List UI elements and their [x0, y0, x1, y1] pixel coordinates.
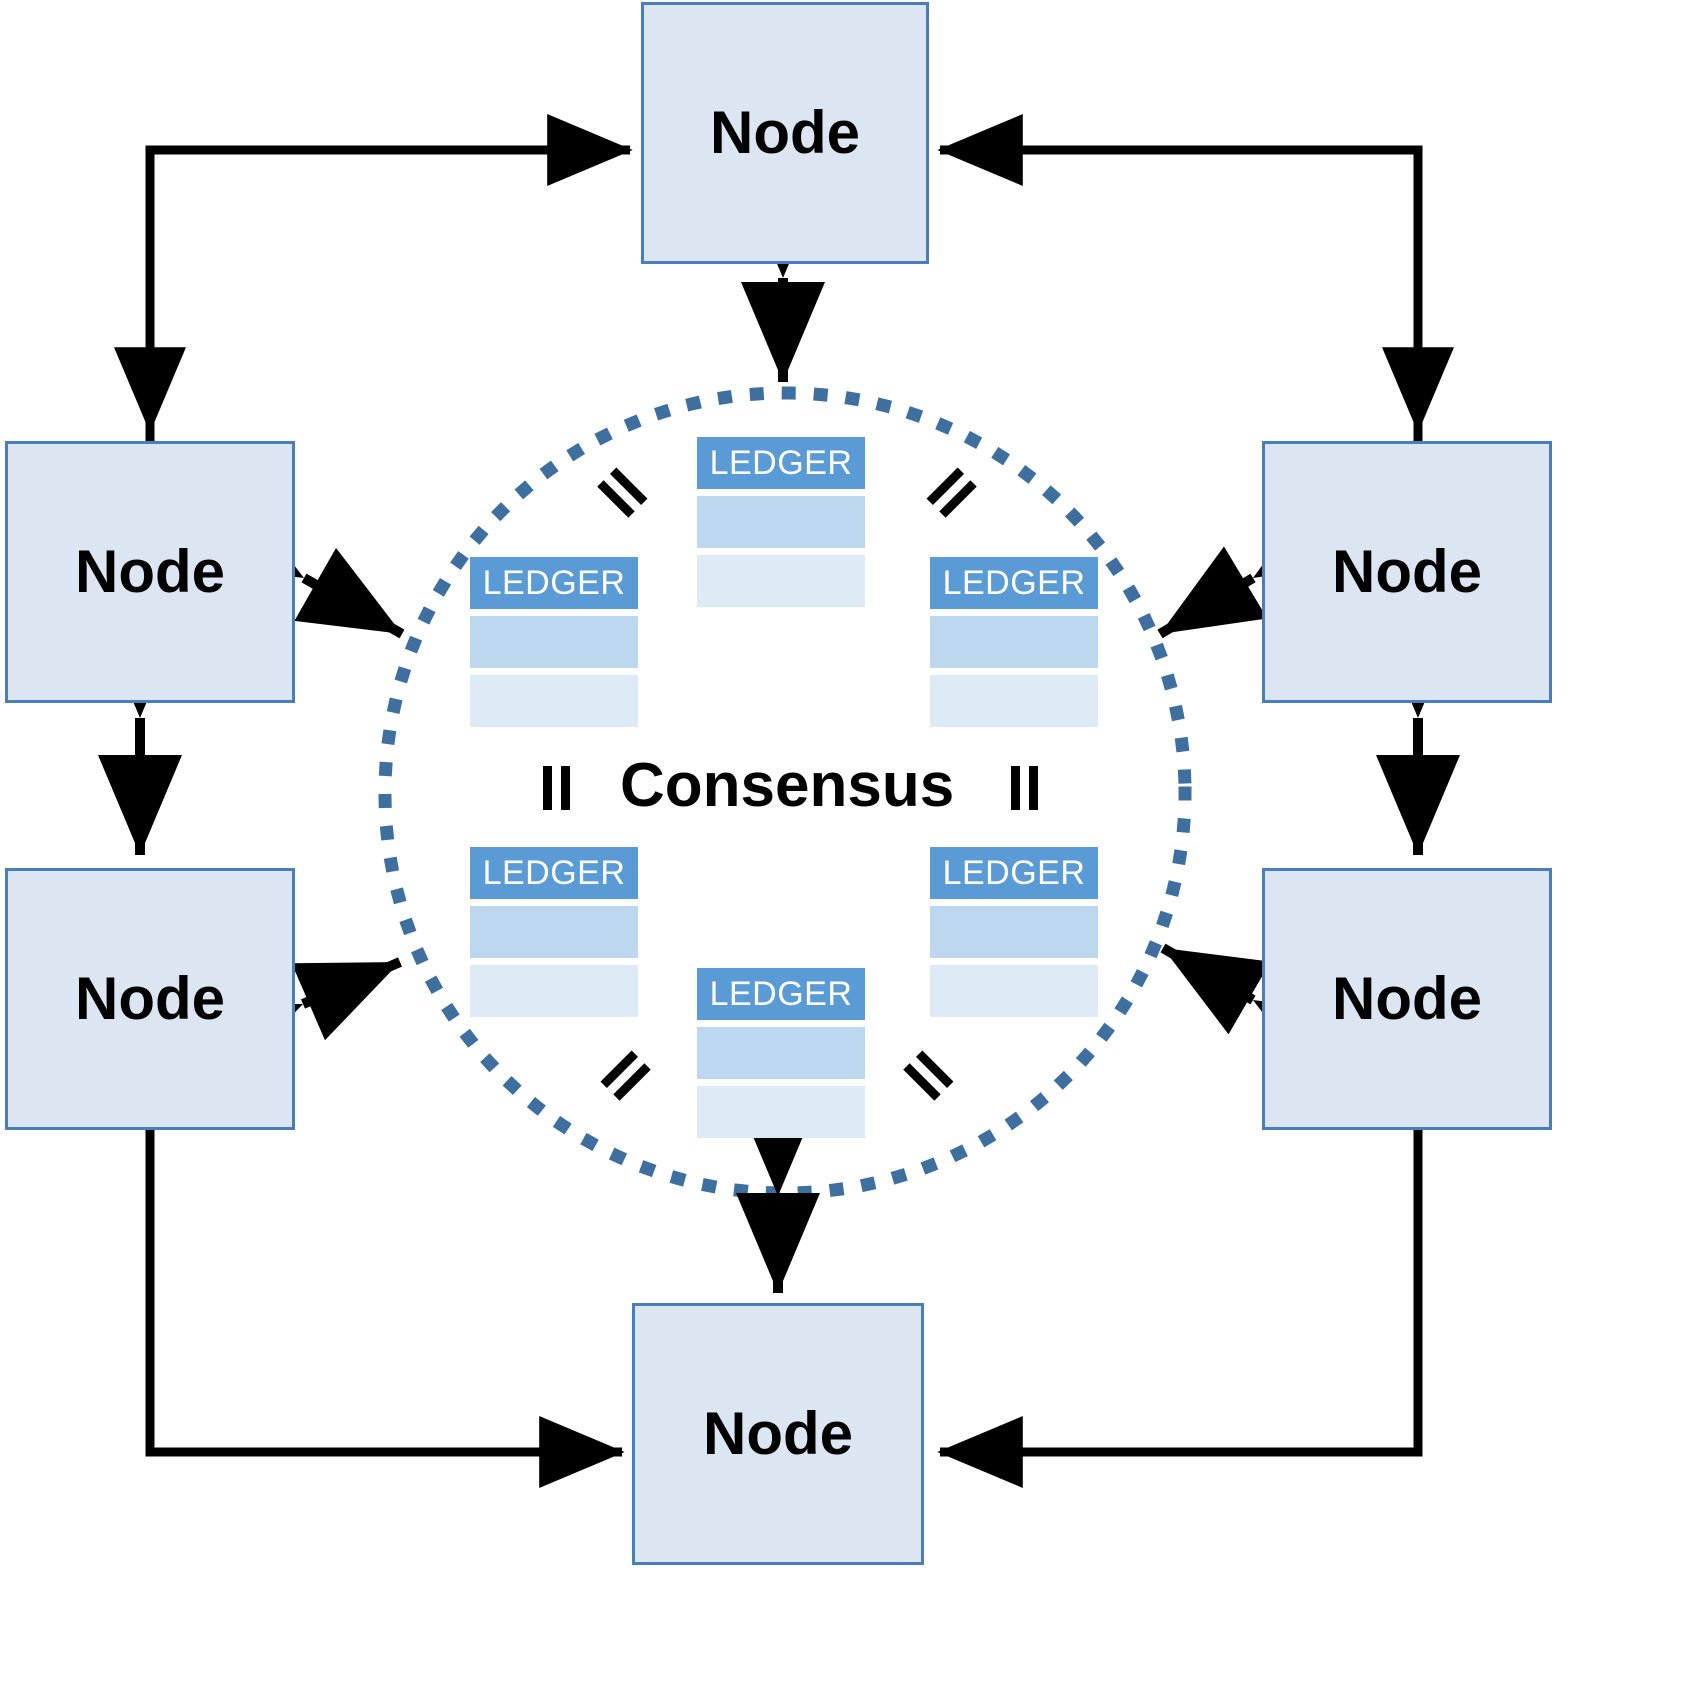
- ledger-header-label: LEDGER: [697, 968, 865, 1020]
- arrow-leftupper-to-center: [196, 491, 405, 639]
- ledger-row-1: [697, 496, 865, 548]
- node-label: Node: [1332, 965, 1482, 1032]
- ledger-header-label: LEDGER: [930, 847, 1098, 899]
- arrow-leftupper-to-top: [145, 114, 633, 441]
- node-label: Node: [75, 965, 225, 1032]
- ledger-header-label: LEDGER: [470, 557, 638, 609]
- consensus-label: Consensus: [620, 751, 955, 820]
- ledger-top[interactable]: LEDGER: [697, 437, 865, 607]
- node-box-right-upper[interactable]: Node: [1262, 441, 1552, 703]
- ledger-row-2: [697, 555, 865, 607]
- equals-icon-mid-left: [538, 766, 574, 810]
- arrow-rightupper-to-top: [937, 114, 1423, 441]
- ledger-row-1: [930, 616, 1098, 668]
- ledger-row-2: [470, 965, 638, 1017]
- arrow-leftlower-to-center: [194, 957, 402, 1083]
- ledger-row-1: [470, 616, 638, 668]
- ledger-bottom[interactable]: LEDGER: [697, 968, 865, 1138]
- consensus-circle: [378, 386, 1192, 1200]
- arrow-leftlower-to-bottom: [145, 1130, 625, 1488]
- node-box-top[interactable]: Node: [641, 2, 929, 264]
- ledger-row-2: [930, 965, 1098, 1017]
- node-label: Node: [703, 1400, 853, 1467]
- ledger-lower-left[interactable]: LEDGER: [470, 847, 638, 1017]
- arrow-rightupper-to-center: [1157, 490, 1361, 639]
- ledger-row-1: [697, 1027, 865, 1079]
- node-box-bottom[interactable]: Node: [632, 1303, 924, 1565]
- equals-icon-mid-right: [1006, 766, 1042, 810]
- node-box-left-upper[interactable]: Node: [5, 441, 295, 703]
- arrow-rightlower-to-center: [1160, 943, 1361, 1087]
- ledger-row-2: [930, 675, 1098, 727]
- arrow-rightlower-to-bottom: [937, 1130, 1423, 1488]
- node-label: Node: [75, 538, 225, 605]
- node-label: Node: [1332, 538, 1482, 605]
- ledger-lower-right[interactable]: LEDGER: [930, 847, 1098, 1017]
- ledger-header-label: LEDGER: [930, 557, 1098, 609]
- node-label: Node: [710, 99, 860, 166]
- node-box-right-lower[interactable]: Node: [1262, 868, 1552, 1130]
- ledger-row-1: [470, 906, 638, 958]
- ledger-upper-left[interactable]: LEDGER: [470, 557, 638, 727]
- ledger-row-2: [470, 675, 638, 727]
- ledger-row-1: [930, 906, 1098, 958]
- node-box-left-lower[interactable]: Node: [5, 868, 295, 1130]
- ledger-header-label: LEDGER: [470, 847, 638, 899]
- ledger-header-label: LEDGER: [697, 437, 865, 489]
- ledger-row-2: [697, 1086, 865, 1138]
- ledger-upper-right[interactable]: LEDGER: [930, 557, 1098, 727]
